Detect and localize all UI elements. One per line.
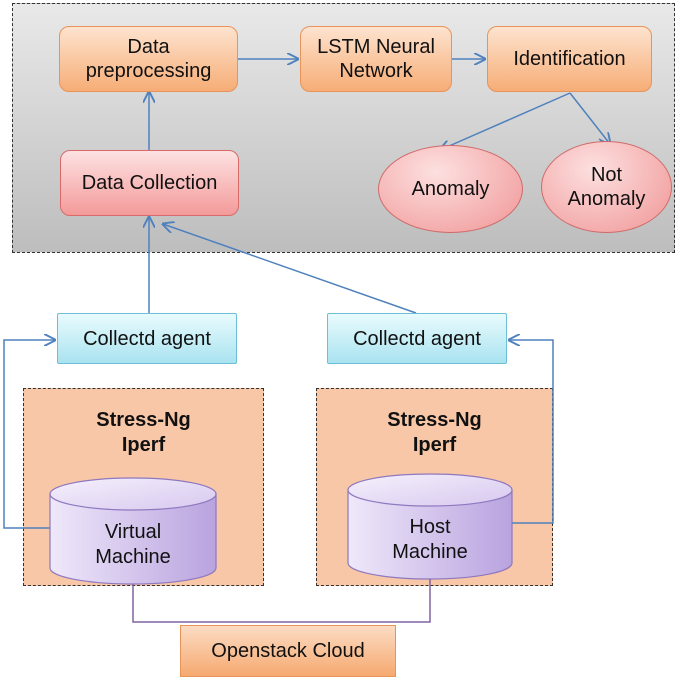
- data-preprocessing-box: Data preprocessing: [59, 26, 238, 92]
- stress-label-left: Stress-Ng Iperf: [96, 409, 191, 456]
- arrow-host-to-right-agent: [509, 340, 554, 524]
- identification-box: Identification: [487, 26, 652, 92]
- arrow-vm-to-left-agent: [3, 340, 55, 529]
- arrow-identification-to-not-anomaly: [569, 92, 610, 144]
- virtual-machine-cylinder: [49, 477, 217, 585]
- arrow-right-agent-to-collection: [163, 224, 417, 314]
- stress-label-right: Stress-Ng Iperf: [387, 409, 482, 456]
- cloud-connector: [132, 579, 431, 623]
- host-machine-cylinder: [347, 473, 513, 580]
- not-anomaly-ellipse: Not Anomaly: [541, 141, 672, 233]
- arrow-identification-to-anomaly: [440, 92, 571, 150]
- collectd-agent-right: Collectd agent: [327, 313, 507, 364]
- collectd-agent-left: Collectd agent: [57, 313, 237, 364]
- data-collection-box: Data Collection: [60, 150, 239, 216]
- openstack-cloud-box: Openstack Cloud: [180, 625, 396, 677]
- virtual-machine-label: Virtual Machine: [95, 521, 171, 568]
- host-machine-label: Host Machine: [392, 516, 468, 563]
- lstm-box: LSTM Neural Network: [300, 26, 452, 92]
- anomaly-ellipse: Anomaly: [378, 145, 523, 233]
